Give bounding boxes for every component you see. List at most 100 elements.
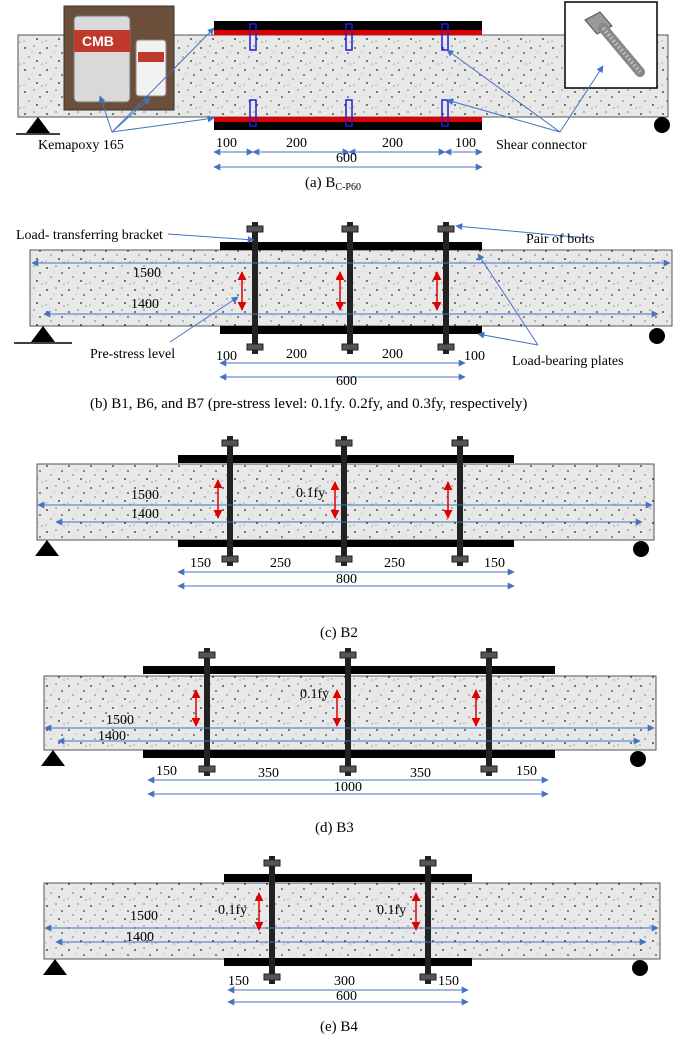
roller-support [633, 541, 649, 557]
svg-text:200: 200 [286, 136, 307, 151]
svg-text:800: 800 [336, 572, 357, 587]
through-bolt [419, 856, 437, 984]
through-bolt [480, 648, 498, 776]
svg-text:150: 150 [484, 556, 505, 571]
svg-text:Load- transferring bracket: Load- transferring bracket [16, 228, 163, 243]
label-shear-connector: Shear connector [496, 138, 587, 153]
svg-text:150: 150 [516, 764, 537, 779]
through-bolt [437, 222, 455, 354]
bolt-group [263, 856, 437, 984]
nut-top [198, 651, 216, 659]
svg-text:Pair of bolts: Pair of bolts [526, 232, 594, 247]
pin-support [31, 326, 55, 342]
nut-top [335, 439, 353, 447]
svg-text:150: 150 [156, 764, 177, 779]
nut-bottom [437, 343, 455, 351]
nut-top [221, 439, 239, 447]
svg-text:1400: 1400 [131, 507, 159, 522]
nut-top [419, 859, 437, 867]
svg-text:1500: 1500 [131, 488, 159, 503]
shear-connectors [249, 23, 449, 127]
bottom-load-plate [224, 958, 472, 966]
pin-support [26, 117, 50, 133]
svg-text:1000: 1000 [334, 780, 362, 795]
roller-support [630, 751, 646, 767]
svg-text:100: 100 [216, 136, 237, 151]
caption-b: (b) B1, B6, and B7 (pre-stress level: 0.… [90, 396, 527, 412]
panel-e: 1500 1400 0.1fy 0.1fy 150 300 150 600 (e… [43, 856, 661, 1035]
svg-text:200: 200 [382, 136, 403, 151]
concrete-beam [43, 882, 661, 960]
svg-text:150: 150 [228, 974, 249, 989]
pin-support [41, 750, 65, 766]
top-load-plate [224, 874, 472, 882]
svg-text:200: 200 [286, 347, 307, 362]
through-bolt [246, 222, 264, 354]
nut-top [246, 225, 264, 233]
panel-c: 1500 1400 0.1fy 150 250 250 150 800 (c) … [35, 436, 655, 641]
nut-bottom [451, 555, 469, 563]
svg-text:150: 150 [190, 556, 211, 571]
nut-bottom [335, 555, 353, 563]
svg-text:600: 600 [336, 374, 357, 389]
nut-bottom [198, 765, 216, 773]
nut-bottom [480, 765, 498, 773]
svg-text:600: 600 [336, 989, 357, 1004]
svg-text:200: 200 [382, 347, 403, 362]
top-adhesive-layer [214, 30, 482, 35]
svg-text:1500: 1500 [106, 713, 134, 728]
svg-text:1400: 1400 [126, 930, 154, 945]
label-adhesive: Kemapoxy 165 [38, 138, 124, 153]
bolt-group [221, 436, 469, 566]
roller-support [654, 117, 670, 133]
pin-support [35, 540, 59, 556]
svg-text:0.1fy: 0.1fy [377, 903, 406, 918]
nut-bottom [246, 343, 264, 351]
svg-text:0.1fy: 0.1fy [300, 687, 329, 702]
svg-text:Pre-stress level: Pre-stress level [90, 347, 175, 362]
roller-support [649, 328, 665, 344]
svg-text:100: 100 [464, 349, 485, 364]
svg-text:600: 600 [336, 151, 357, 166]
svg-text:1400: 1400 [131, 297, 159, 312]
through-bolt [198, 648, 216, 776]
nut-bottom [419, 973, 437, 981]
caption-e: (e) B4 [320, 1019, 358, 1035]
svg-text:250: 250 [384, 556, 405, 571]
roller-support [632, 960, 648, 976]
nut-top [263, 859, 281, 867]
nut-top [339, 651, 357, 659]
through-bolt [339, 648, 357, 776]
nut-bottom [221, 555, 239, 563]
svg-text:0.1fy: 0.1fy [296, 486, 325, 501]
top-steel-plate [214, 21, 482, 30]
nut-top [480, 651, 498, 659]
nut-top [437, 225, 455, 233]
nut-top [341, 225, 359, 233]
pin-support [43, 959, 67, 975]
through-bolt [335, 436, 353, 566]
svg-text:CMB: CMB [82, 33, 114, 49]
svg-text:1500: 1500 [133, 266, 161, 281]
through-bolt [451, 436, 469, 566]
caption-c: (c) B2 [320, 625, 358, 641]
svg-text:100: 100 [455, 136, 476, 151]
svg-text:0.1fy: 0.1fy [218, 903, 247, 918]
bolt-group [246, 222, 455, 354]
through-bolt [341, 222, 359, 354]
bolt-photo [564, 1, 658, 89]
svg-text:350: 350 [258, 766, 279, 781]
svg-text:250: 250 [270, 556, 291, 571]
bolt-group [198, 648, 498, 776]
svg-text:1500: 1500 [130, 909, 158, 924]
svg-text:350: 350 [410, 766, 431, 781]
caption-d: (d) B3 [315, 820, 354, 836]
through-bolt [263, 856, 281, 984]
panel-b: 1500 1400 Load- transferring bracket Pai… [14, 222, 673, 412]
svg-text:Load-bearing plates: Load-bearing plates [512, 354, 624, 369]
nut-bottom [339, 765, 357, 773]
nut-top [451, 439, 469, 447]
svg-text:300: 300 [334, 974, 355, 989]
panel-a: CMB Kemapoxy 165 Shear connector [16, 1, 670, 193]
